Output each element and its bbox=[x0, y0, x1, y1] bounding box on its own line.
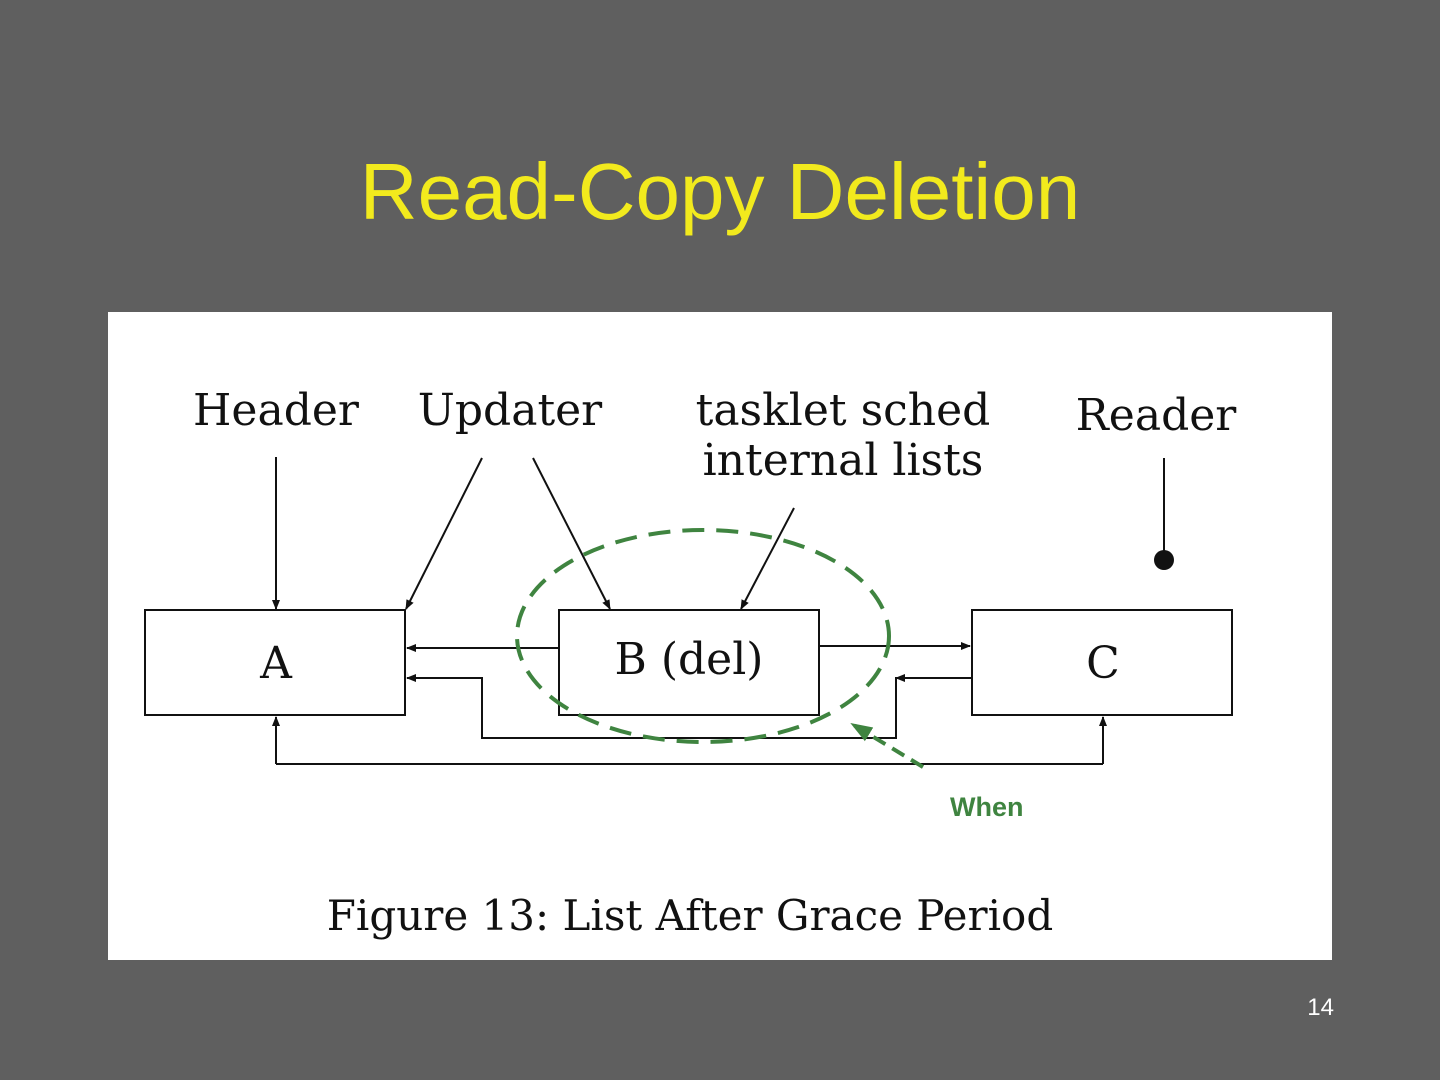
annotation-arrow bbox=[850, 722, 925, 769]
header-label: Header bbox=[193, 385, 360, 436]
node-a-label: A bbox=[259, 638, 293, 689]
page-number: 14 bbox=[1307, 994, 1334, 1021]
updater-label: Updater bbox=[418, 385, 603, 436]
tasklet-label-line1: tasklet sched bbox=[696, 385, 991, 436]
slide-title: Read-Copy Deletion bbox=[359, 147, 1081, 236]
node-a-box bbox=[144, 609, 406, 716]
highlight-ellipse bbox=[515, 528, 891, 744]
tasklet-label-line2: internal lists bbox=[703, 435, 984, 486]
annotation-text: When bbox=[950, 792, 1024, 822]
updater-pointer-to-a bbox=[405, 457, 483, 610]
c-prev-link-arrow bbox=[406, 674, 972, 739]
reader-label: Reader bbox=[1076, 390, 1238, 441]
updater-pointer-to-b bbox=[532, 457, 611, 610]
node-b-label: B (del) bbox=[615, 634, 764, 685]
figure-caption: Figure 13: List After Grace Period bbox=[327, 891, 1053, 940]
figure-panel: Header Updater tasklet sched internal li… bbox=[108, 312, 1332, 960]
tasklet-pointer-to-b bbox=[740, 507, 795, 610]
node-c-label: C bbox=[1086, 638, 1120, 689]
node-b-box bbox=[558, 609, 820, 716]
node-c-box bbox=[971, 609, 1233, 716]
list-diagram: Header Updater tasklet sched internal li… bbox=[144, 385, 1238, 940]
reader-pointer-dot bbox=[1154, 550, 1174, 570]
